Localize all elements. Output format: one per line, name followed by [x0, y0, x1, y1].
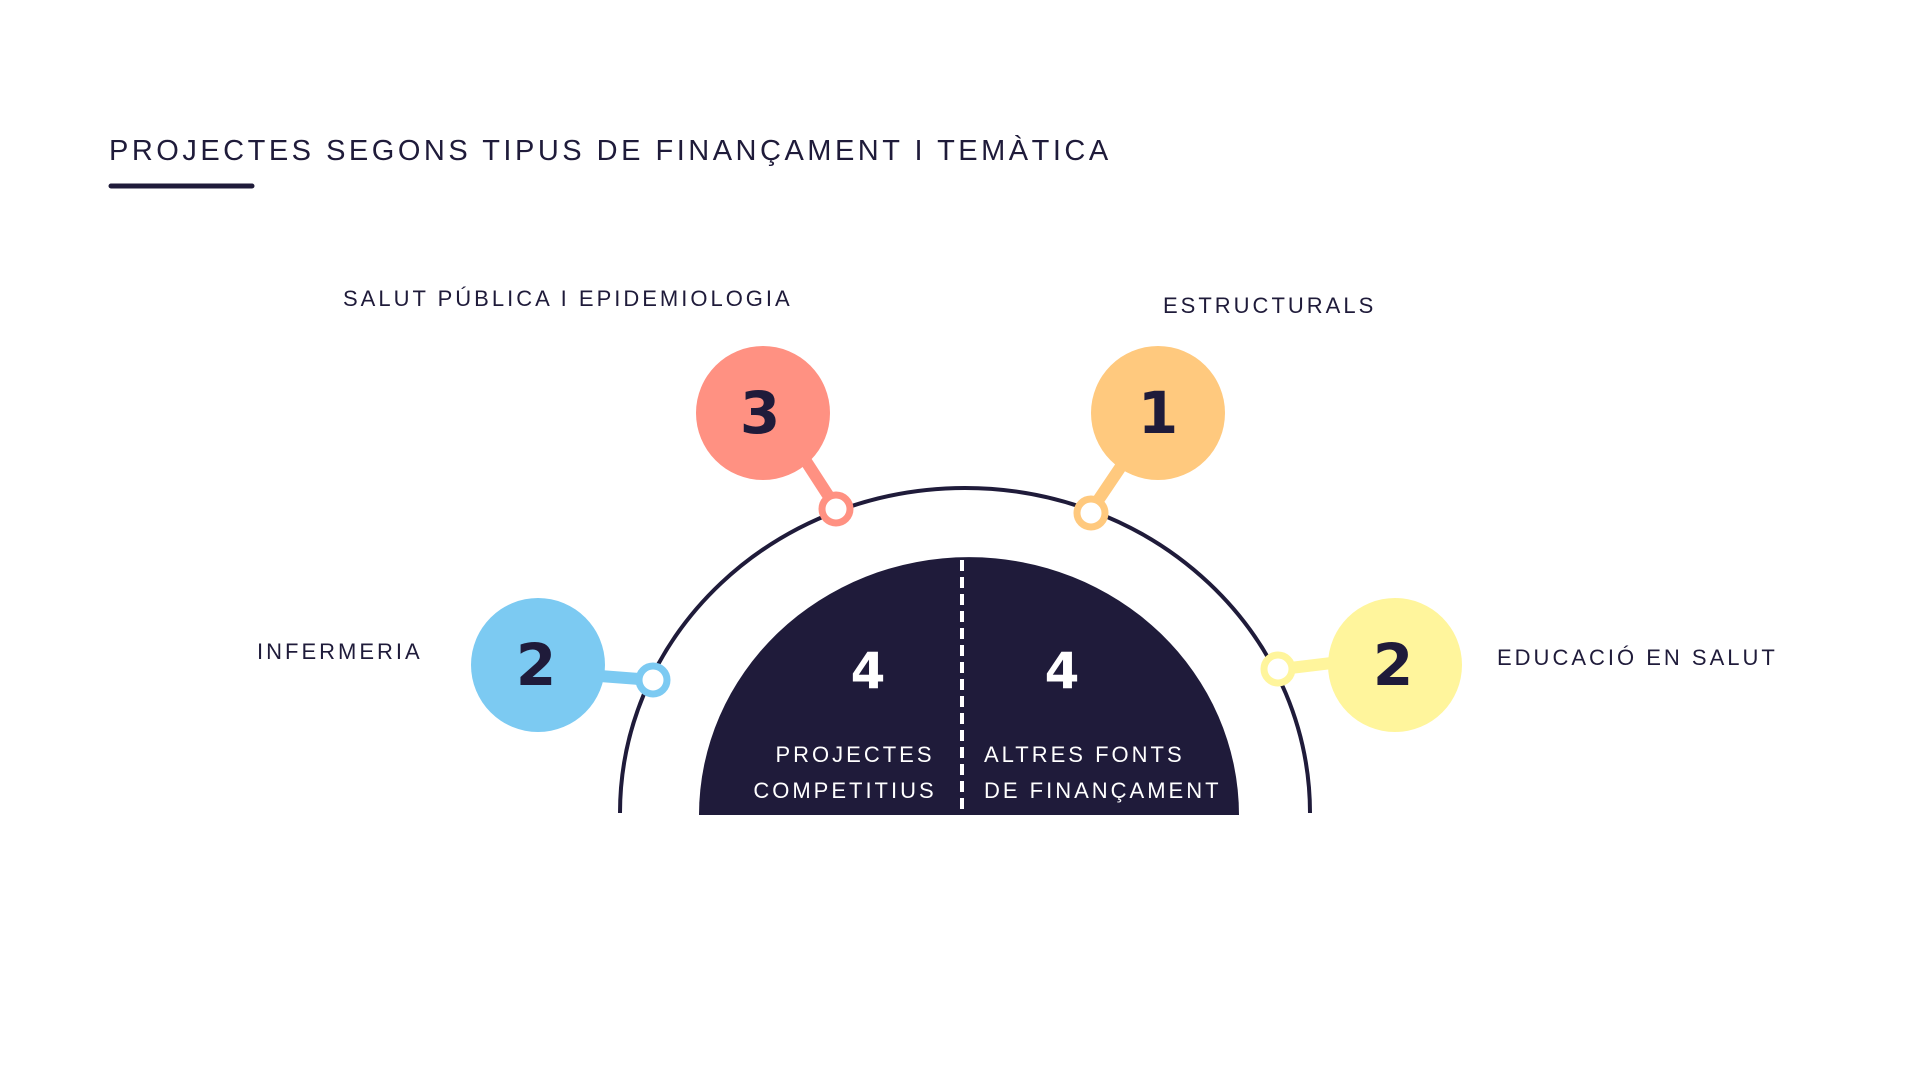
- topic-value-salut-publica: 3: [740, 379, 780, 447]
- topic-label-educacio: EDUCACIÓ EN SALUT: [1497, 645, 1778, 670]
- other-funding-value: 4: [1045, 642, 1080, 700]
- page-title: PROJECTES SEGONS TIPUS DE FINANÇAMENT I …: [109, 134, 1112, 167]
- topic-circle-educacio: [1328, 598, 1462, 732]
- topic-circle-salut-publica: [696, 346, 830, 480]
- topic-value-educacio: 2: [1373, 631, 1413, 699]
- funding-dome: [699, 557, 1239, 815]
- topic-circle-infermeria: [471, 598, 605, 732]
- topic-label-salut-publica: SALUT PÚBLICA I EPIDEMIOLOGIA: [343, 286, 793, 311]
- competitive-projects-value: 4: [851, 642, 886, 700]
- competitive-projects-label: COMPETITIUS: [753, 778, 936, 803]
- topic-label-estructurals: ESTRUCTURALS: [1163, 293, 1376, 318]
- other-funding-label: ALTRES FONTS: [984, 742, 1185, 767]
- topic-value-infermeria: 2: [516, 631, 556, 699]
- topic-value-estructurals: 1: [1138, 379, 1178, 447]
- topic-anchor-estructurals: [1073, 495, 1109, 531]
- topic-label-infermeria: INFERMERIA: [257, 639, 423, 664]
- topic-circle-estructurals: [1091, 346, 1225, 480]
- other-funding-label: DE FINANÇAMENT: [984, 778, 1222, 803]
- competitive-projects-label: PROJECTES: [775, 742, 934, 767]
- topic-anchor-infermeria: [635, 662, 671, 698]
- topic-anchor-salut-publica: [818, 491, 854, 527]
- topic-anchor-educacio: [1260, 651, 1296, 687]
